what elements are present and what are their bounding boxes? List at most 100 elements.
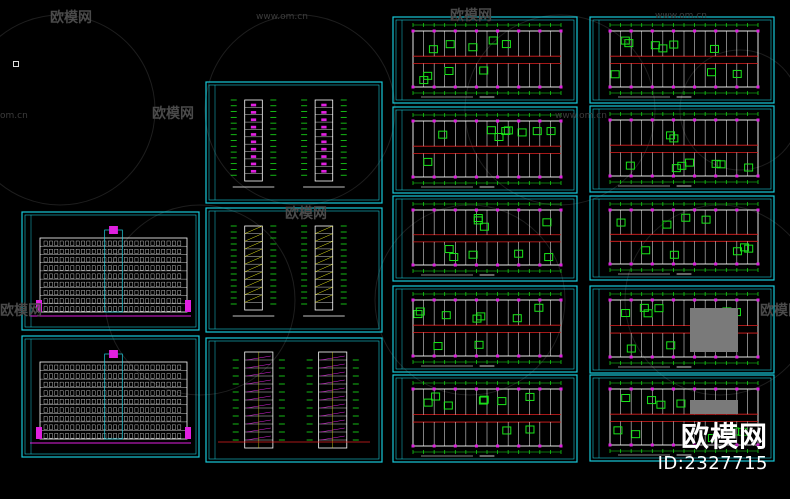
column bbox=[735, 443, 739, 447]
window bbox=[172, 257, 176, 263]
window bbox=[124, 240, 128, 246]
stair-run bbox=[244, 233, 263, 242]
column bbox=[650, 443, 654, 447]
window bbox=[129, 306, 133, 312]
window bbox=[65, 257, 69, 263]
window bbox=[124, 298, 128, 304]
window bbox=[81, 273, 85, 279]
window bbox=[113, 290, 117, 296]
window bbox=[75, 306, 80, 312]
badge-id: ID:2327715 bbox=[657, 453, 768, 474]
window bbox=[91, 381, 96, 387]
window bbox=[49, 424, 53, 430]
window bbox=[150, 364, 155, 370]
window bbox=[97, 416, 101, 422]
column bbox=[453, 354, 457, 358]
column bbox=[517, 354, 521, 358]
window bbox=[150, 399, 155, 405]
window bbox=[43, 306, 48, 312]
fixture bbox=[443, 401, 453, 410]
balcony-mark bbox=[321, 147, 327, 151]
stair-run bbox=[244, 286, 263, 295]
fixture bbox=[647, 396, 657, 405]
window bbox=[145, 298, 149, 304]
column bbox=[432, 208, 436, 212]
fixture bbox=[473, 216, 483, 225]
tower-outline bbox=[314, 225, 334, 311]
window bbox=[129, 298, 133, 304]
window bbox=[161, 298, 165, 304]
window bbox=[118, 364, 123, 370]
column bbox=[496, 85, 500, 89]
window bbox=[59, 399, 64, 405]
window bbox=[70, 249, 75, 254]
window bbox=[97, 240, 101, 246]
sheet-floor-plan-col2-4 bbox=[589, 285, 775, 374]
window bbox=[172, 364, 176, 370]
column bbox=[650, 85, 654, 89]
window bbox=[65, 281, 69, 287]
window bbox=[86, 249, 91, 254]
column bbox=[671, 29, 675, 33]
window bbox=[113, 240, 117, 246]
fixture bbox=[711, 159, 721, 168]
column bbox=[517, 263, 521, 267]
window bbox=[156, 281, 160, 287]
column bbox=[629, 262, 633, 266]
window bbox=[134, 281, 139, 287]
sheet-border bbox=[392, 374, 578, 463]
window bbox=[43, 273, 48, 279]
sheet-border bbox=[392, 106, 578, 194]
column bbox=[517, 29, 521, 33]
watermark-circle bbox=[0, 14, 156, 206]
window bbox=[86, 290, 91, 296]
cad-insertion-marker bbox=[13, 61, 19, 67]
window bbox=[124, 424, 128, 430]
window bbox=[140, 399, 144, 405]
column bbox=[629, 387, 633, 391]
window bbox=[134, 298, 139, 304]
window bbox=[172, 433, 176, 439]
column bbox=[517, 119, 521, 123]
column bbox=[559, 298, 563, 302]
fixture bbox=[613, 426, 623, 435]
window bbox=[156, 249, 160, 254]
column bbox=[693, 355, 697, 359]
column bbox=[650, 387, 654, 391]
fixture bbox=[681, 213, 691, 222]
window bbox=[81, 390, 85, 396]
window bbox=[150, 281, 155, 287]
column bbox=[714, 298, 718, 302]
column bbox=[496, 387, 500, 391]
window bbox=[150, 433, 155, 439]
window bbox=[81, 281, 85, 287]
sheet-inner-border bbox=[592, 19, 772, 101]
window bbox=[75, 364, 80, 370]
column bbox=[411, 354, 415, 358]
column bbox=[629, 298, 633, 302]
sheet-floor-plan-col1-4 bbox=[392, 285, 578, 373]
window bbox=[177, 407, 182, 413]
stair-run bbox=[315, 233, 333, 242]
window bbox=[140, 424, 144, 430]
window bbox=[107, 424, 112, 430]
window bbox=[150, 416, 155, 422]
fixture bbox=[445, 40, 455, 49]
window bbox=[70, 273, 75, 279]
stair-run bbox=[244, 263, 263, 273]
window bbox=[172, 249, 176, 254]
window bbox=[43, 399, 48, 405]
window bbox=[124, 433, 128, 439]
balcony-mark bbox=[321, 125, 327, 129]
window bbox=[65, 433, 69, 439]
window bbox=[91, 390, 96, 396]
balcony-mark bbox=[250, 118, 257, 122]
window bbox=[161, 407, 165, 413]
window bbox=[75, 381, 80, 387]
window bbox=[43, 364, 48, 370]
window bbox=[91, 373, 96, 379]
window bbox=[161, 373, 165, 379]
column bbox=[608, 262, 612, 266]
window bbox=[145, 240, 149, 246]
window bbox=[124, 407, 128, 413]
